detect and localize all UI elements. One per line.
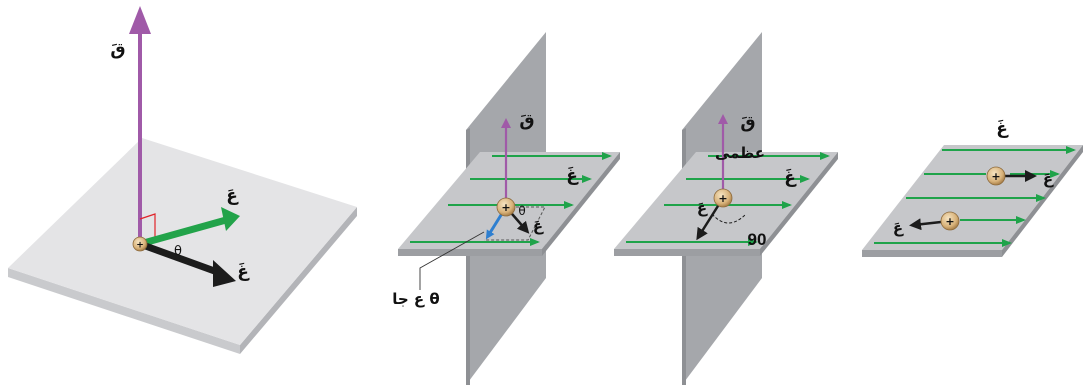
panel-1-plane-edge [8, 268, 240, 354]
panel-4-parallel-motion: + + غَ عَ عَ [862, 119, 1083, 257]
panel-2-theta-label: θ [518, 204, 525, 218]
panel-2-projection-dashes [484, 206, 546, 241]
panel-4-field-label: غَ [996, 119, 1009, 139]
panel-3-max-label: عظمى [715, 144, 765, 162]
panel-4-velocity-label-left: عَ [893, 219, 904, 237]
panel-2-horizontal-plane-edge [398, 249, 542, 256]
plus-charge-icon [940, 211, 960, 231]
charge-sign: + [136, 241, 144, 251]
panel-3-angle-arc [711, 213, 747, 224]
charge-sign: + [991, 170, 1000, 183]
panel-3-perpendicular-motion: + قَ عظمى غَ عَ 90 [614, 32, 838, 385]
panel-1-force-label: قَ [110, 40, 125, 60]
panel-4-velocity-label-right: عَ [1043, 170, 1054, 188]
panel-1-field-arrowhead [213, 260, 236, 287]
right-angle-icon [139, 213, 156, 238]
panel-3-force-label: قَ [740, 113, 755, 133]
plus-charge-icon [986, 166, 1006, 186]
panel-3-angle-label: 90 [748, 230, 767, 249]
plus-charge-icon [496, 197, 516, 217]
panel-2-component-label: ع جا θ [392, 290, 439, 308]
panel-1-field-vector [138, 240, 222, 277]
panel-2-field-label: غَ [566, 166, 579, 186]
plus-charge-icon [713, 188, 733, 208]
panel-1-velocity-vector [139, 216, 227, 248]
panel-1-oblique-motion: + قَ عَ غَ θ [8, 6, 357, 354]
panel-3-velocity-label: عَ [697, 199, 708, 217]
panel-2-leader-line [419, 231, 485, 290]
charge-sign: + [718, 192, 727, 205]
panel-1-field-label: غَ [237, 262, 250, 282]
panel-4-plane-edge [862, 250, 1002, 257]
panel-3-field-label: غَ [784, 168, 797, 188]
panel-1-force-arrowhead [129, 6, 151, 34]
panel-3-horizontal-plane-edge [614, 249, 760, 256]
panel-2-horizontal-plane-edge-right [542, 152, 620, 256]
panel-2-velocity-components: + قَ غَ عَ θ ع جا θ [392, 32, 620, 385]
panel-1-plane-edge-right [240, 207, 357, 354]
charge-sign: + [945, 215, 954, 228]
panel-1-plane [8, 138, 357, 345]
panel-2-force-label: قَ [519, 111, 534, 131]
panel-2-velocity-label: عَ [533, 217, 544, 235]
charge-sign: + [501, 201, 510, 214]
panel-1-theta-label: θ [174, 244, 182, 259]
plus-charge-icon [132, 236, 148, 252]
panel-1-velocity-arrowhead [221, 207, 240, 231]
panel-3-horizontal-plane-edge-right [760, 152, 838, 256]
panel-1-velocity-label: عَ [226, 186, 239, 206]
